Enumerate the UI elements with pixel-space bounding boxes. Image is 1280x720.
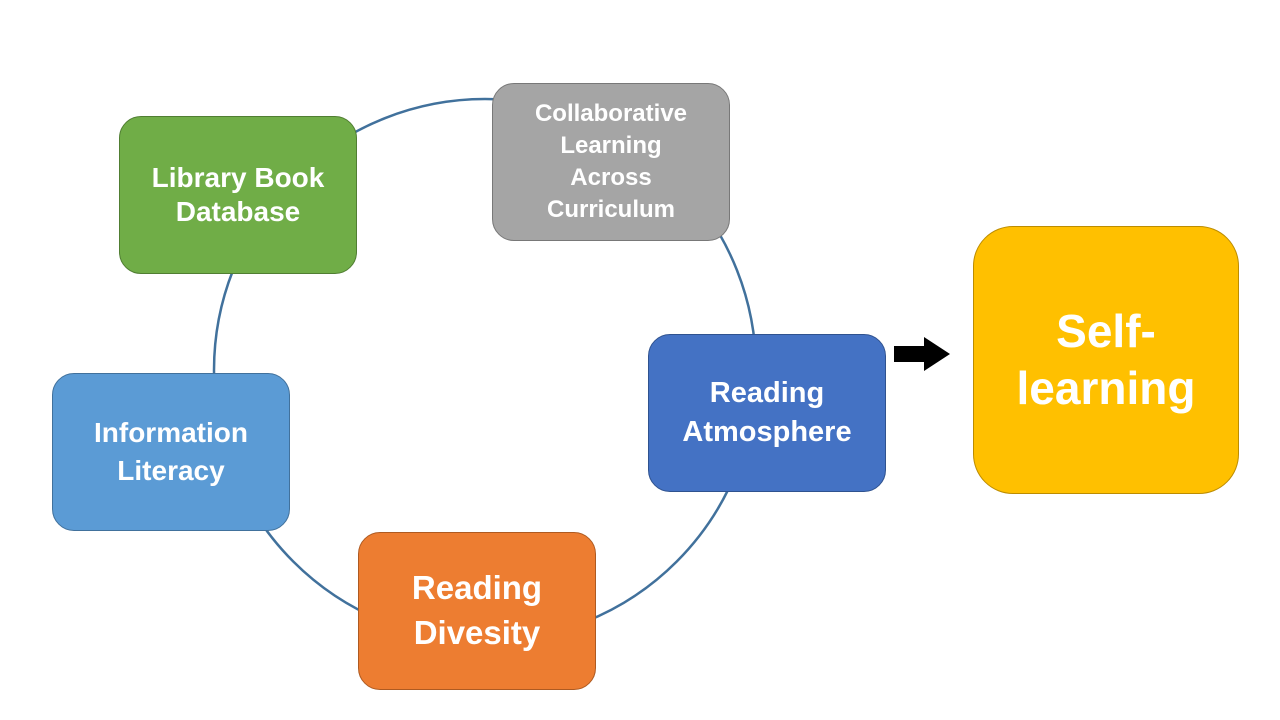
node-self-learning-outcome: Self- learning xyxy=(973,226,1239,494)
node-reading-diversity: Reading Divesity xyxy=(358,532,596,690)
node-label: Library Book Database xyxy=(151,162,325,227)
node-label: Information Literacy xyxy=(94,417,248,486)
arrow-shape xyxy=(894,337,950,371)
node-reading-atmosphere: Reading Atmosphere xyxy=(648,334,886,492)
node-collaborative-learning: Collaborative Learning Across Curriculum xyxy=(492,83,730,241)
node-library-book-database: Library Book Database xyxy=(119,116,357,274)
node-label: Reading Divesity xyxy=(411,569,543,651)
node-label: Collaborative Learning Across Curriculum xyxy=(534,100,688,223)
outcome-label: Self- learning xyxy=(1016,304,1196,415)
node-information-literacy: Information Literacy xyxy=(52,373,290,531)
right-arrow-icon xyxy=(894,337,950,371)
node-label: Reading Atmosphere xyxy=(682,376,852,448)
